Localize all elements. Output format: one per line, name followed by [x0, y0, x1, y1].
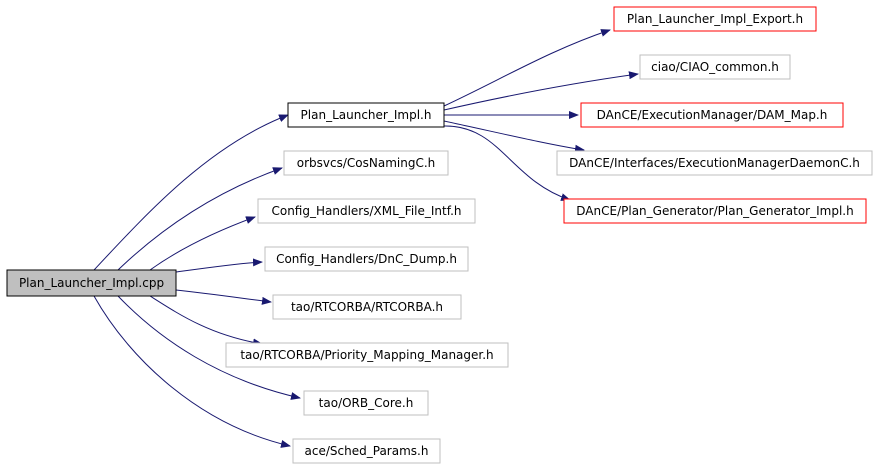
node-execution-manager-daemon-c-h[interactable]: DAnCE/Interfaces/ExecutionManagerDaemonC…	[556, 150, 873, 176]
nodes: Plan_Launcher_Impl.cpp Plan_Launcher_Imp…	[6, 6, 873, 464]
node-xml-file-intf-h[interactable]: Config_Handlers/XML_File_Intf.h	[257, 198, 476, 224]
node-rtcorba-h[interactable]: tao/RTCORBA/RTCORBA.h	[272, 294, 462, 320]
node-label: tao/RTCORBA/RTCORBA.h	[291, 300, 443, 314]
node-label: Config_Handlers/DnC_Dump.h	[276, 252, 457, 266]
node-label: Plan_Launcher_Impl.cpp	[19, 276, 164, 290]
node-plan-generator-impl-h[interactable]: DAnCE/Plan_Generator/Plan_Generator_Impl…	[563, 198, 867, 224]
node-label: DAnCE/Plan_Generator/Plan_Generator_Impl…	[576, 204, 853, 218]
edge-impl-h-to-plan-gen	[443, 125, 571, 201]
node-label: ace/Sched_Params.h	[305, 444, 429, 458]
edge-root-to-prio-map	[149, 295, 263, 347]
edge-impl-h-to-em-daemon	[443, 120, 585, 153]
node-dam-map-h[interactable]: DAnCE/ExecutionManager/DAM_Map.h	[580, 102, 844, 128]
node-label: tao/RTCORBA/Priority_Mapping_Manager.h	[240, 348, 493, 362]
edge-root-to-impl-h	[93, 114, 289, 271]
edges	[93, 29, 639, 448]
node-plan-launcher-impl-cpp[interactable]: Plan_Launcher_Impl.cpp	[6, 269, 177, 297]
edge-impl-h-to-export-h	[443, 29, 611, 107]
node-dnc-dump-h[interactable]: Config_Handlers/DnC_Dump.h	[264, 246, 469, 272]
node-label: DAnCE/Interfaces/ExecutionManagerDaemonC…	[569, 156, 860, 170]
node-priority-mapping-manager-h[interactable]: tao/RTCORBA/Priority_Mapping_Manager.h	[225, 342, 509, 368]
node-ciao-common-h[interactable]: ciao/CIAO_common.h	[639, 54, 791, 80]
edge-root-to-rtcorba	[175, 289, 272, 305]
node-label: DAnCE/ExecutionManager/DAM_Map.h	[597, 108, 828, 122]
node-label: Plan_Launcher_Impl_Export.h	[627, 12, 803, 26]
node-label: Plan_Launcher_Impl.h	[301, 108, 432, 122]
edge-impl-h-to-ciao-common	[443, 71, 639, 111]
node-label: ciao/CIAO_common.h	[651, 60, 779, 74]
edge-root-to-orb-core	[117, 295, 301, 400]
node-label: tao/ORB_Core.h	[319, 396, 414, 410]
edge-root-to-sched	[93, 295, 291, 448]
node-cos-naming-c-h[interactable]: orbsvcs/CosNamingC.h	[283, 150, 449, 176]
edge-root-to-xml-file	[149, 216, 256, 271]
edge-root-to-cosnaming	[117, 167, 283, 271]
node-orb-core-h[interactable]: tao/ORB_Core.h	[303, 390, 429, 416]
node-plan-launcher-impl-export-h[interactable]: Plan_Launcher_Impl_Export.h	[613, 6, 817, 32]
node-plan-launcher-impl-h[interactable]: Plan_Launcher_Impl.h	[287, 102, 445, 128]
node-sched-params-h[interactable]: ace/Sched_Params.h	[292, 438, 441, 464]
edge-root-to-dnc-dump	[175, 258, 263, 273]
node-label: orbsvcs/CosNamingC.h	[297, 156, 436, 170]
node-label: Config_Handlers/XML_File_Intf.h	[271, 204, 461, 218]
